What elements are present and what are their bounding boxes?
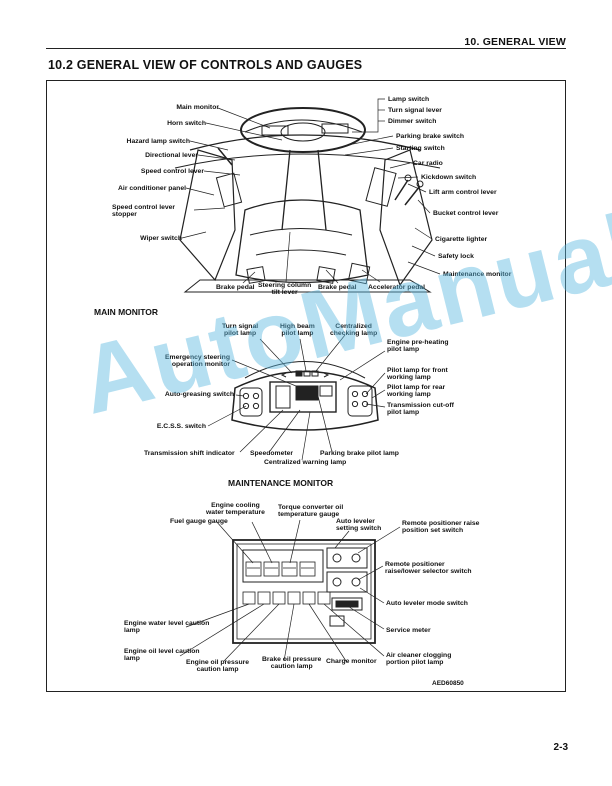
label-safety-lock: Safety lock [438,253,474,260]
label-speed-control-lever: Speed control lever [140,168,204,175]
label-auto-greasing-switch: Auto-greasing switch [164,391,234,398]
maintenance-monitor-drawing [232,539,376,644]
label-brake-pedal-left: Brake pedal [216,284,255,291]
label-bucket-control-lever: Bucket control lever [433,210,499,217]
label-speed-control-lever-stopper: Speed control lever stopper [112,204,176,219]
label-centralized-warning-lamp: Centralized warning lamp [264,459,347,466]
label-accelerator-pedal: Accelerator pedal [368,284,426,291]
label-charge-monitor: Charge monitor [326,658,377,665]
label-kickdown-switch: Kickdown switch [421,174,477,181]
figure-code: AED60850 [432,680,464,687]
label-lamp-switch: Lamp switch [388,96,430,103]
label-fuel-gauge: Fuel gauge gauge [170,518,228,525]
label-horn-switch: Horn switch [167,120,206,127]
cab-interior-drawing [174,107,441,293]
section-title: 10.2 GENERAL VIEW OF CONTROLS AND GAUGES [48,58,363,72]
main-monitor-drawing [231,361,379,431]
label-starting-switch: Starting switch [396,145,445,152]
figure-frame [46,80,566,692]
page-number: 2-3 [553,742,568,753]
main-monitor-title: MAIN MONITOR [94,307,159,317]
label-transmission-shift-indicator: Transmission shift indicator [144,450,235,457]
maintenance-monitor-leader-lines [179,519,401,662]
maintenance-monitor-title: MAINTENANCE MONITOR [228,478,334,488]
label-lift-arm-control-lever: Lift arm control lever [429,189,497,196]
label-ecss-switch: E.C.S.S. switch [156,423,206,430]
label-brake-pedal-right: Brake pedal [318,284,357,291]
cab-leader-lines [181,98,441,284]
label-parking-brake-pilot-lamp: Parking brake pilot lamp [320,450,399,457]
label-wiper-switch: Wiper switch [140,235,182,242]
label-parking-brake-switch: Parking brake switch [396,133,464,140]
label-auto-leveler-mode-switch: Auto leveler mode switch [386,600,468,607]
label-turn-signal-lever: Turn signal lever [388,107,442,114]
label-main-monitor: Main monitor [176,104,219,111]
label-maintenance-monitor: Maintenance monitor [443,271,512,278]
label-car-radio: Car radio [413,160,443,167]
label-cigarette-lighter: Cigarette lighter [435,236,488,243]
label-dimmer-switch: Dimmer switch [388,118,437,125]
label-air-conditioner-panel: Air conditioner panel [118,185,186,192]
header-rule [46,48,566,49]
label-steering-column-tilt-lever: Steering column tilt lever [258,282,312,297]
label-speedometer: Speedometer [250,450,294,457]
main-monitor-leader-lines [207,334,386,461]
label-directional-lever: Directional lever [145,152,198,159]
chapter-header: 10. GENERAL VIEW [464,36,566,48]
label-hazard-lamp-switch: Hazard lamp switch [126,138,190,145]
label-service-meter: Service meter [386,627,431,634]
